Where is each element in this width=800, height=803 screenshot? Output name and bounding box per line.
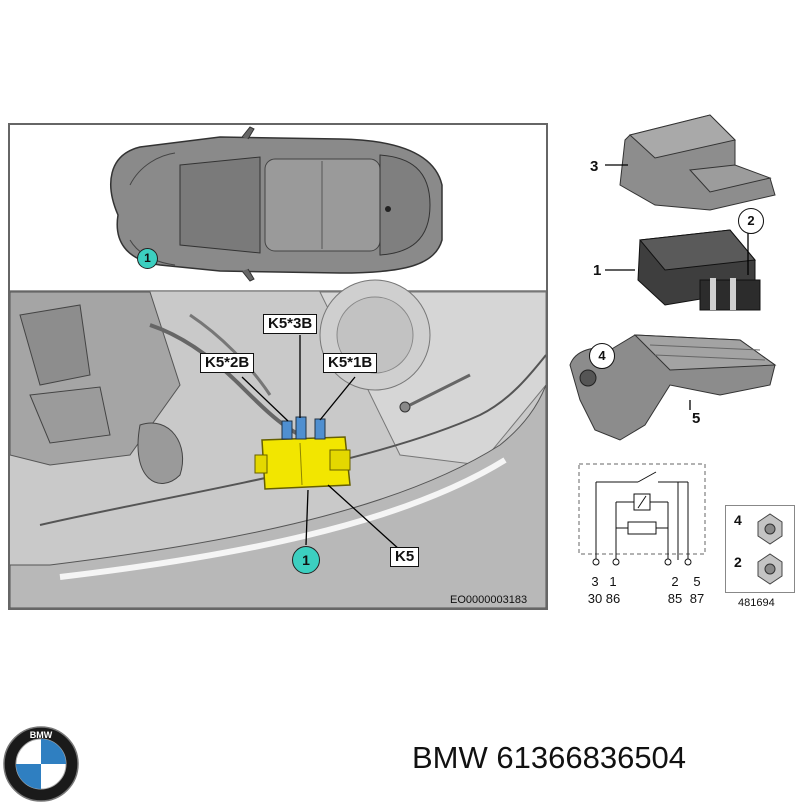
product-title: BMW 61366836504 [412,740,686,776]
relay-pin-terminal: 87 [689,591,705,606]
relay-pin-label: 5 [693,574,701,589]
callout-k5-3b: K5*3B [263,314,318,334]
relay-pin-label: 2 [671,574,679,589]
brand-name: BMW [412,740,488,775]
hardware-item-number: 4 [734,512,742,528]
part-marker-2: 2 [738,208,764,234]
part-relay [605,229,761,311]
part-cover [605,114,776,211]
bmw-logo: BMW [3,726,79,802]
car-top-view [110,126,443,282]
part-marker-4-label: 4 [598,348,606,363]
callout-k5: K5 [390,547,420,567]
location-diagram-svg [9,126,547,609]
relay-pin-terminal: 86 [605,591,621,606]
callout-k5-2b: K5*2B [200,353,255,373]
location-marker-detail-label: 1 [302,552,310,568]
sheet-code: 481694 [738,597,775,609]
relay-schematic-svg [578,463,706,566]
nut-icons [757,513,783,585]
location-diagram-panel [8,123,548,610]
relay-pin-terminal: 85 [667,591,683,606]
part-number-5: 5 [692,410,701,427]
relay-pin-terminal: 30 [587,591,603,606]
relay-pin-label: 1 [609,574,617,589]
svg-text:BMW: BMW [30,730,53,740]
hardware-box: 4 2 [725,505,795,593]
parts-illustration-svg [569,114,777,441]
location-marker-detail: 1 [292,546,320,574]
location-marker-car: 1 [137,248,158,269]
part-marker-4: 4 [589,343,615,369]
engine-bay-detail [9,279,547,609]
relay-pin-label: 3 [591,574,599,589]
part-bracket [569,334,777,441]
image-code: EO0000003183 [450,594,528,606]
part-number-1: 1 [593,262,602,279]
location-marker-car-label: 1 [144,251,151,265]
part-number-3: 3 [590,158,599,175]
callout-k5-1b: K5*1B [323,353,378,373]
part-marker-2-label: 2 [747,213,755,228]
part-number: 61366836504 [496,740,687,775]
relay-k5-module [254,416,351,490]
hardware-item-number: 2 [734,554,742,570]
